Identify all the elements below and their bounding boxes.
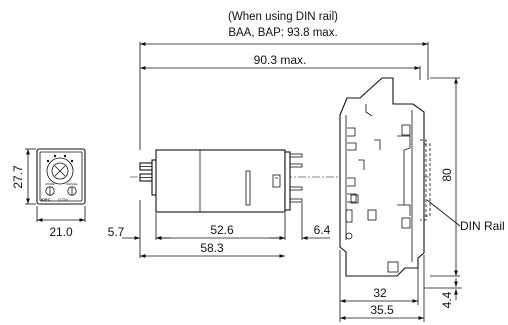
dim-rail-offset: 4.4 <box>424 278 462 308</box>
dim-front-width-label: 21.0 <box>49 225 73 239</box>
dim-rail-offset-label: 4.4 <box>440 291 454 308</box>
range-knob-icon <box>67 186 77 196</box>
socket-profile <box>339 77 425 277</box>
dim-front-height: 27.7 <box>11 148 36 205</box>
dim-side-height: 80 <box>430 77 460 277</box>
dim-side-height-label: 80 <box>440 168 454 182</box>
dim-pin-length: 6.4 <box>270 203 331 240</box>
dim-body-length: 52.6 <box>156 213 286 240</box>
side-view <box>139 149 303 213</box>
dim-front-width: 21.0 <box>36 206 86 239</box>
din-rail-label: DIN Rail <box>460 219 505 233</box>
dim-body-length-label: 52.6 <box>210 223 234 237</box>
dim-rail-depth: 32 <box>339 250 419 322</box>
brand-label: IDEC <box>41 197 51 202</box>
dim-front-height-label: 27.7 <box>11 165 25 189</box>
din-note-line2: BAA, BAP: 93.8 max. <box>228 27 337 39</box>
din-rail-leader <box>426 199 461 227</box>
dim-overall-label: 90.3 max. <box>254 53 307 67</box>
din-rail-shape <box>420 139 431 221</box>
dim-93-8 <box>139 42 429 150</box>
dim-pin-length-label: 6.4 <box>314 223 331 237</box>
dim-total-length-label: 58.3 <box>200 241 224 255</box>
dim-rail-depth-label: 32 <box>373 286 387 300</box>
front-view: MODE RANGE IDEC GT5Y <box>36 148 86 205</box>
knob-range-label: RANGE <box>67 182 78 186</box>
model-label: GT5Y <box>58 197 69 202</box>
dim-total-length: 58.3 <box>139 200 285 258</box>
dim-front-offset-label: 5.7 <box>108 225 125 239</box>
knob-mode-label: MODE <box>46 182 55 186</box>
dim-front-offset: 5.7 <box>108 213 170 240</box>
mode-knob-icon <box>45 186 55 196</box>
dim-side-depth-label: 35.5 <box>370 303 394 317</box>
din-note-line1: (When using DIN rail) <box>228 11 338 23</box>
dim-overall: 90.3 max. <box>140 53 421 80</box>
dim-side-depth: 35.5 <box>340 255 425 322</box>
